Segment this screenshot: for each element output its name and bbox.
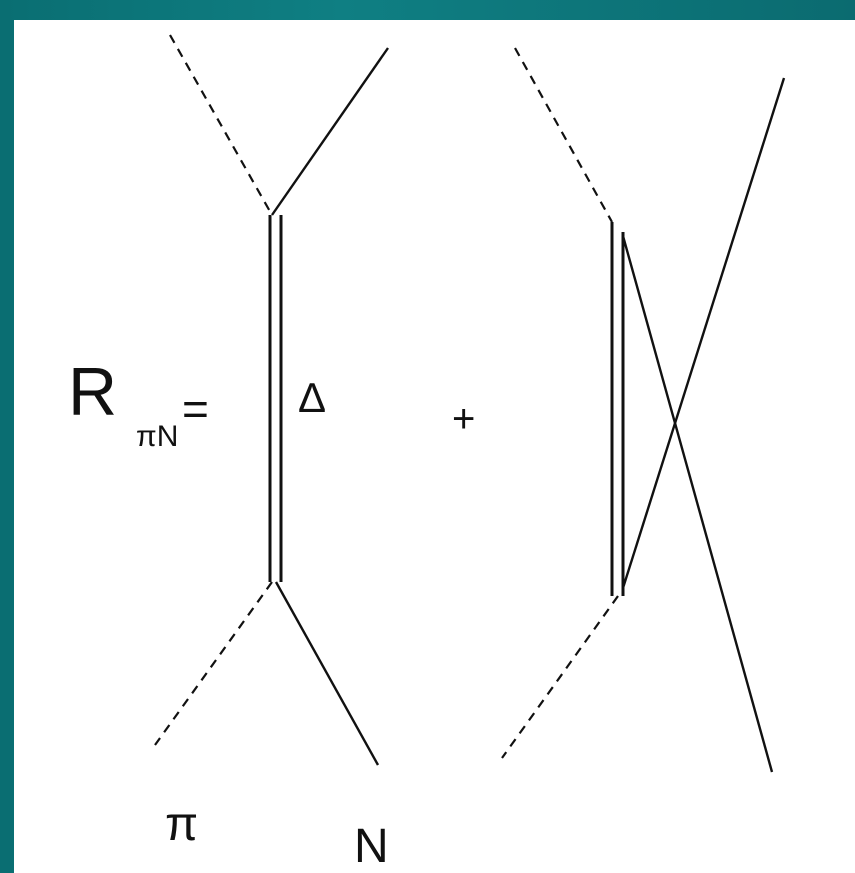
- crossed-nucleon-in: [621, 235, 774, 773]
- s-channel-diagram: [154, 34, 389, 766]
- plus-sign: +: [452, 397, 475, 441]
- amplitude-symbol: R: [68, 354, 117, 430]
- u-channel-diagram: [501, 47, 786, 773]
- nucleon-label: N: [354, 820, 389, 873]
- amplitude-subscript: πN: [136, 420, 178, 453]
- crossed-bottom-pion-line: [501, 595, 619, 759]
- diagram-canvas: [14, 20, 855, 873]
- crossed-nucleon-out: [621, 77, 786, 589]
- equals-sign: =: [182, 383, 209, 435]
- delta-label: Δ: [298, 374, 326, 421]
- incoming-pion-line: [169, 34, 273, 216]
- bottom-pion-line: [154, 581, 273, 746]
- crossed-incoming-pion-line: [514, 47, 613, 223]
- outgoing-nucleon-line: [271, 47, 389, 216]
- pion-label: π: [165, 798, 198, 851]
- bottom-nucleon-line: [274, 581, 380, 766]
